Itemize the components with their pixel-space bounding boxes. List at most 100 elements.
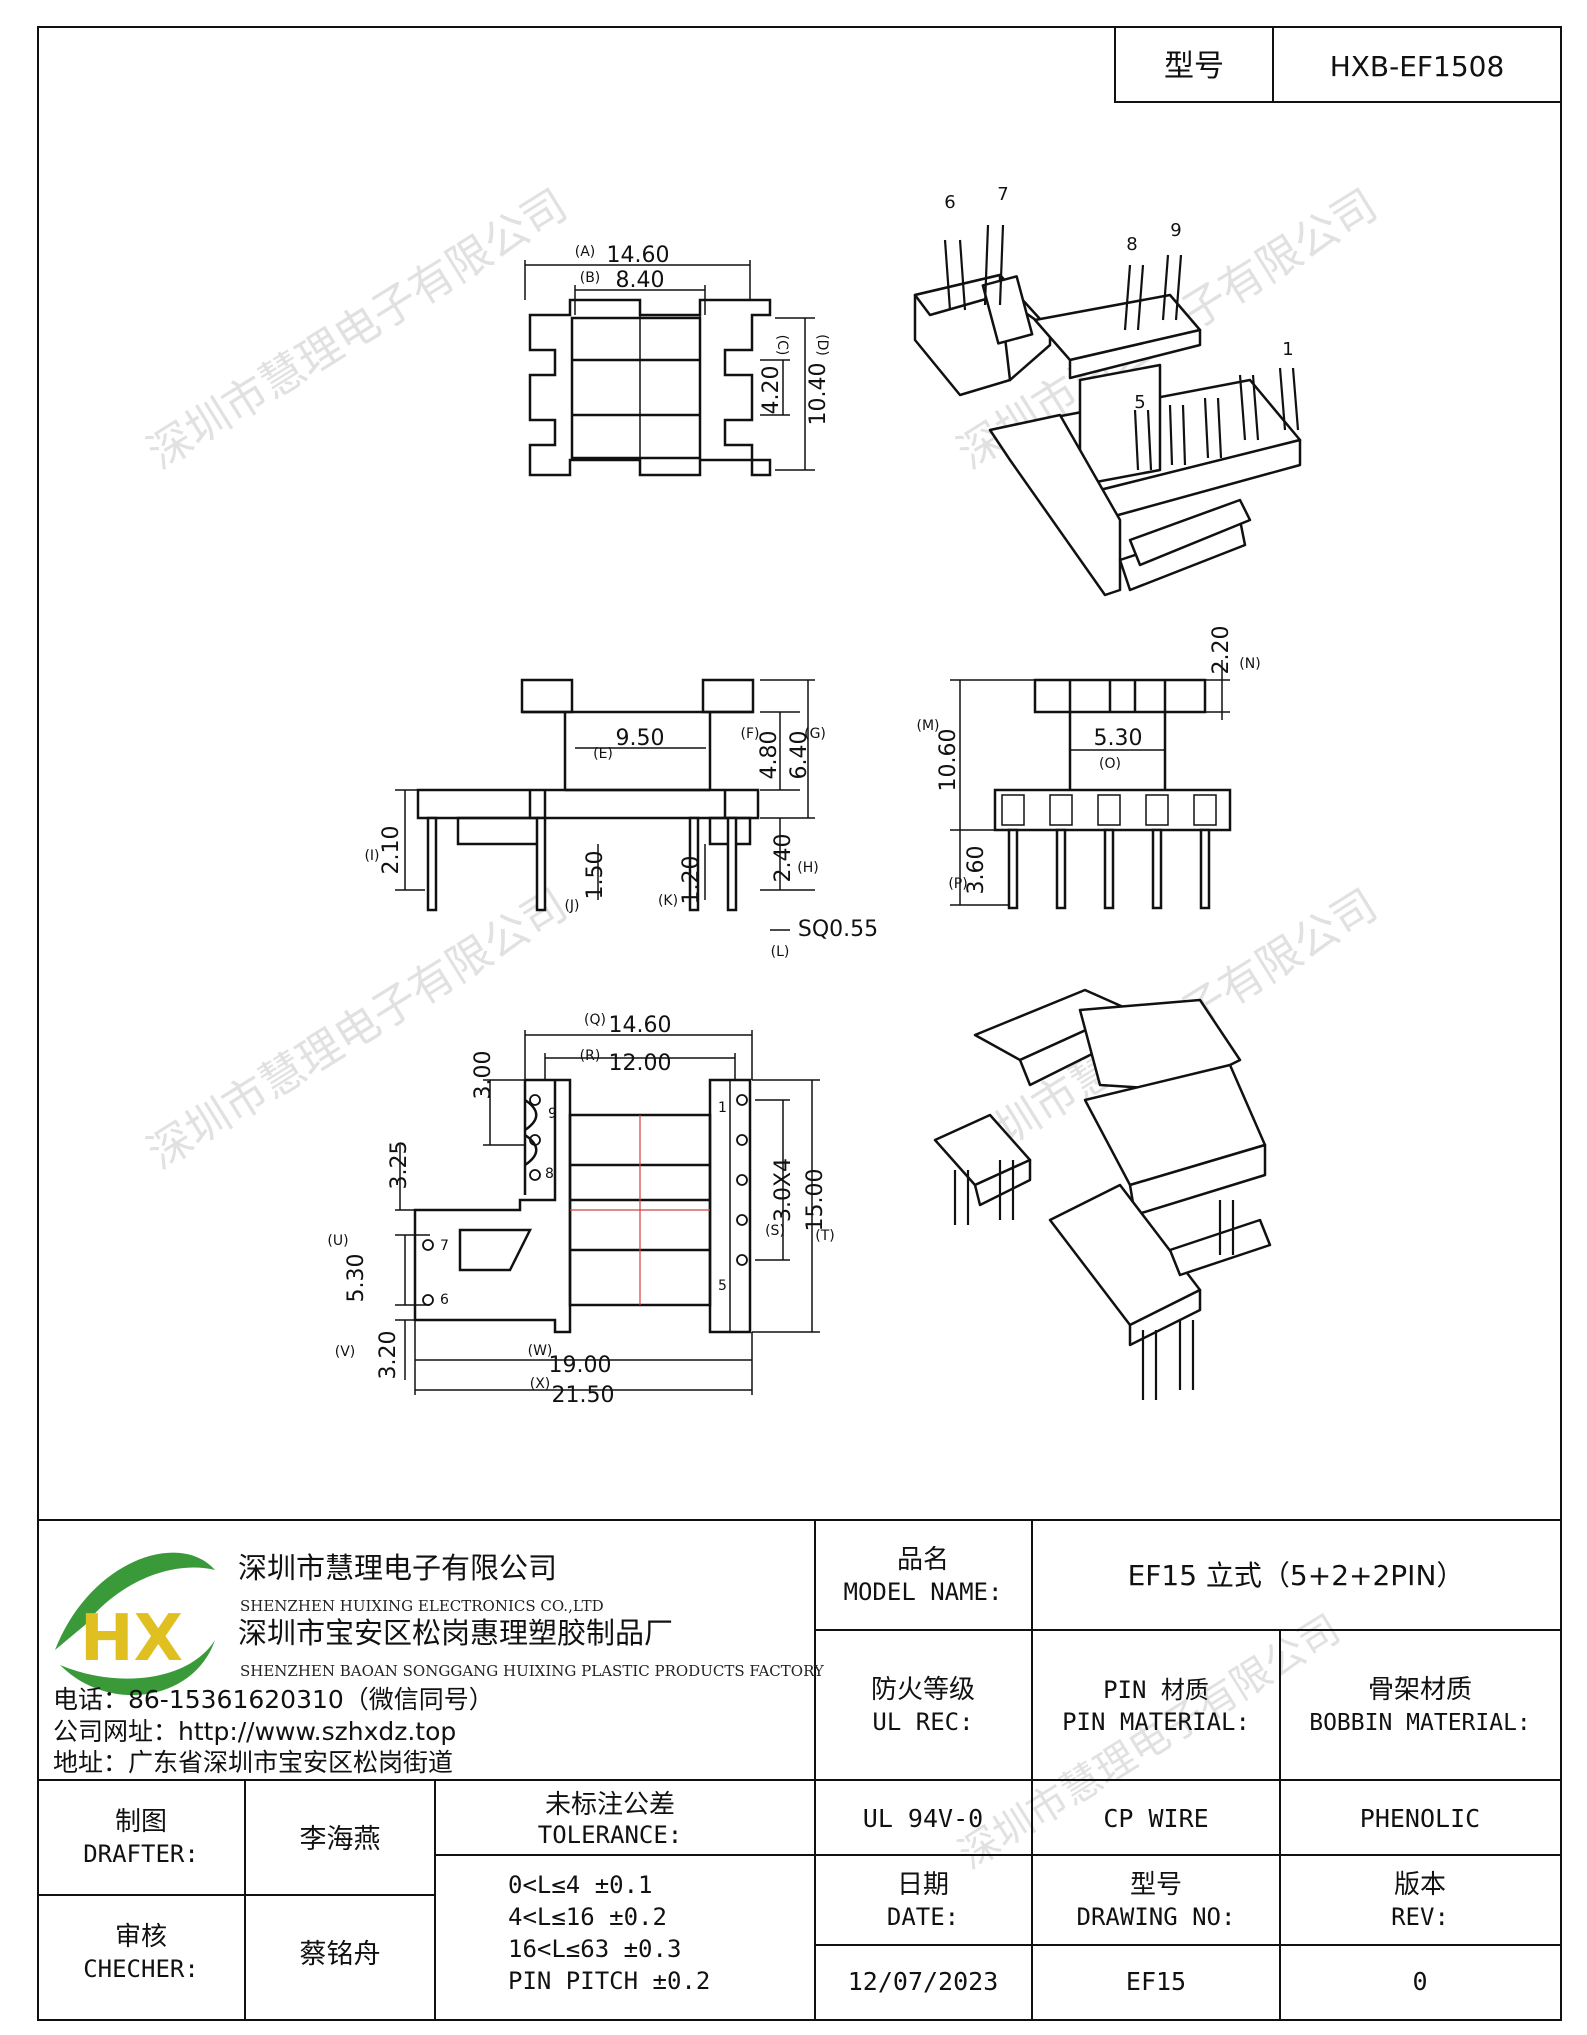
label-r: (R) (580, 1048, 601, 1064)
dim-m: 10.60 (936, 729, 961, 792)
rev-en: REV: (1391, 1903, 1449, 1931)
top-view-outline (528, 298, 772, 477)
bottom-pin-label-7: 7 (440, 1238, 449, 1254)
pin-material-value: CP WIRE (1103, 1804, 1208, 1833)
dim-u: 5.30 (344, 1254, 369, 1303)
header-model-label: 型号 (1164, 49, 1224, 84)
label-p: (P) (948, 876, 967, 892)
drawing-no-value: EF15 (1126, 1967, 1186, 1996)
dim-k: 1.20 (679, 856, 704, 905)
company-website: 公司网址：http://www.szhxdz.top (53, 1717, 456, 1746)
company-info: 深圳市慧理电子有限公司 SHENZHEN HUIXING ELECTRONICS… (53, 1551, 825, 1777)
label-j: (J) (564, 898, 579, 914)
watermark-1: 深圳市慧理电子有限公司 (139, 180, 576, 480)
factory-name-en: SHENZHEN BAOAN SONGGANG HUIXING PLASTIC … (240, 1662, 825, 1680)
label-v: (V) (335, 1344, 356, 1360)
label-w: (W) (528, 1343, 553, 1359)
drafter-en: DRAFTER: (83, 1840, 199, 1868)
iso-pin-label-9: 9 (1170, 220, 1181, 241)
dim-w: 19.00 (549, 1353, 612, 1378)
drawing-no-en: DRAWING NO: (1077, 1903, 1236, 1931)
dim-c: 4.20 (759, 366, 784, 415)
dim-l: SQ0.55 (798, 917, 878, 942)
label-u: (U) (327, 1233, 348, 1249)
dim-s: 3.0X4 (771, 1158, 796, 1222)
checker-name: 蔡铭舟 (300, 1939, 381, 1970)
bobbin-material-value: PHENOLIC (1360, 1804, 1480, 1833)
label-i: (I) (364, 848, 379, 864)
header-model-value: HXB-EF1508 (1330, 50, 1505, 83)
tolerance-row-4: PIN PITCH ±0.2 (508, 1967, 710, 1995)
checker-cn: 审核 (115, 1922, 167, 1952)
bottom-pin-label-8: 8 (545, 1166, 554, 1182)
label-q: (Q) (584, 1012, 606, 1028)
model-name-value: EF15 立式（5+2+2PIN） (1128, 1559, 1465, 1592)
iso-view-top-pin-labels: 6 7 8 9 1 5 (944, 184, 1293, 413)
date-cn: 日期 (897, 1870, 949, 1900)
label-t: (T) (815, 1228, 834, 1244)
label-c: (C) (774, 335, 790, 356)
dim-o: 5.30 (1094, 726, 1143, 751)
checker-en: CHECHER: (83, 1955, 199, 1983)
dim-b: 8.40 (616, 268, 665, 293)
dim-f: 4.80 (757, 731, 782, 780)
iso-pin-label-7: 7 (997, 184, 1008, 205)
company-address: 地址：广东省深圳市宝安区松岗街道 (53, 1748, 453, 1777)
label-k: (K) (658, 893, 678, 909)
dim-t: 15.00 (803, 1169, 828, 1232)
title-block-grid (38, 1519, 1561, 2020)
dim-x: 21.50 (552, 1383, 615, 1408)
dim-v: 3.20 (376, 1331, 401, 1380)
dim-e: 9.50 (616, 726, 665, 751)
bottom-view-right-rail (708, 1078, 752, 1334)
ul-rec-en: UL REC: (872, 1708, 973, 1736)
company-name-en: SHENZHEN HUIXING ELECTRONICS CO.,LTD (240, 1597, 604, 1615)
dim-j: 1.50 (583, 851, 608, 900)
label-a: (A) (575, 244, 596, 260)
side-view (950, 660, 1232, 910)
watermark-5: 深圳市慧理电子有限公司 (951, 1606, 1349, 1878)
iso-pin-label-1: 1 (1282, 339, 1293, 360)
company-logo: HX (55, 1552, 215, 1696)
dim-g: 6.40 (787, 731, 812, 780)
iso-view-top (913, 224, 1302, 597)
drafter-name: 李海燕 (300, 1824, 381, 1855)
iso-pin-label-5: 5 (1134, 392, 1145, 413)
drafter-cn: 制图 (115, 1807, 167, 1837)
iso-pin-label-8: 8 (1126, 234, 1137, 255)
company-phone: 电话：86-15361620310（微信同号） (53, 1685, 494, 1714)
label-e: (E) (593, 746, 613, 762)
dim-q: 14.60 (609, 1013, 672, 1038)
label-d: (D) (814, 334, 830, 356)
factory-name-cn: 深圳市宝安区松岗惠理塑胶制品厂 (238, 1616, 673, 1650)
dim-i: 2.10 (379, 826, 404, 875)
side-view-labels: 2.20 (N) 10.60 (M) 5.30 (O) 3.60 (P) (916, 626, 1260, 895)
ul-value: UL 94V-0 (863, 1804, 983, 1833)
label-x: (X) (530, 1376, 551, 1392)
dim-left: 3.25 (387, 1141, 412, 1190)
tolerance-cn: 未标注公差 (545, 1790, 675, 1820)
tolerance-row-2: 4<L≤16 ±0.2 (508, 1903, 667, 1931)
bobbin-material-cn: 骨架材质 (1368, 1675, 1472, 1705)
approval-block: 制图 DRAFTER: 李海燕 审核 CHECHER: 蔡铭舟 未标注公差 TO… (83, 1790, 710, 1995)
label-s: (S) (765, 1223, 785, 1239)
bottom-pin-label-1: 1 (718, 1100, 727, 1116)
bottom-pin-label-9: 9 (548, 1106, 557, 1122)
ul-rec-cn: 防火等级 (871, 1675, 975, 1705)
iso-pin-label-6: 6 (944, 192, 955, 213)
label-f: (F) (741, 726, 760, 742)
label-n: (N) (1239, 656, 1260, 672)
drawing-no-cn: 型号 (1130, 1870, 1182, 1900)
iso-view-bottom (933, 988, 1272, 1400)
tolerance-en: TOLERANCE: (538, 1821, 683, 1849)
label-b: (B) (580, 270, 601, 286)
label-g: (G) (804, 726, 826, 742)
bobbin-material-en: BOBBIN MATERIAL: (1309, 1710, 1531, 1736)
company-name-cn: 深圳市慧理电子有限公司 (238, 1551, 557, 1585)
dim-h: 2.40 (771, 834, 796, 883)
bottom-view-left-bracket (413, 1078, 572, 1334)
bottom-pin-label-6: 6 (440, 1292, 449, 1308)
sheet-border (37, 26, 1562, 2021)
title-block-fields: 品名 MODEL NAME: EF15 立式（5+2+2PIN） 防火等级 UL… (844, 1545, 1531, 1996)
bottom-view-labels: 14.60 (Q) 12.00 (R) 3.00 3.25 5.30 (U) 3… (327, 1012, 834, 1408)
